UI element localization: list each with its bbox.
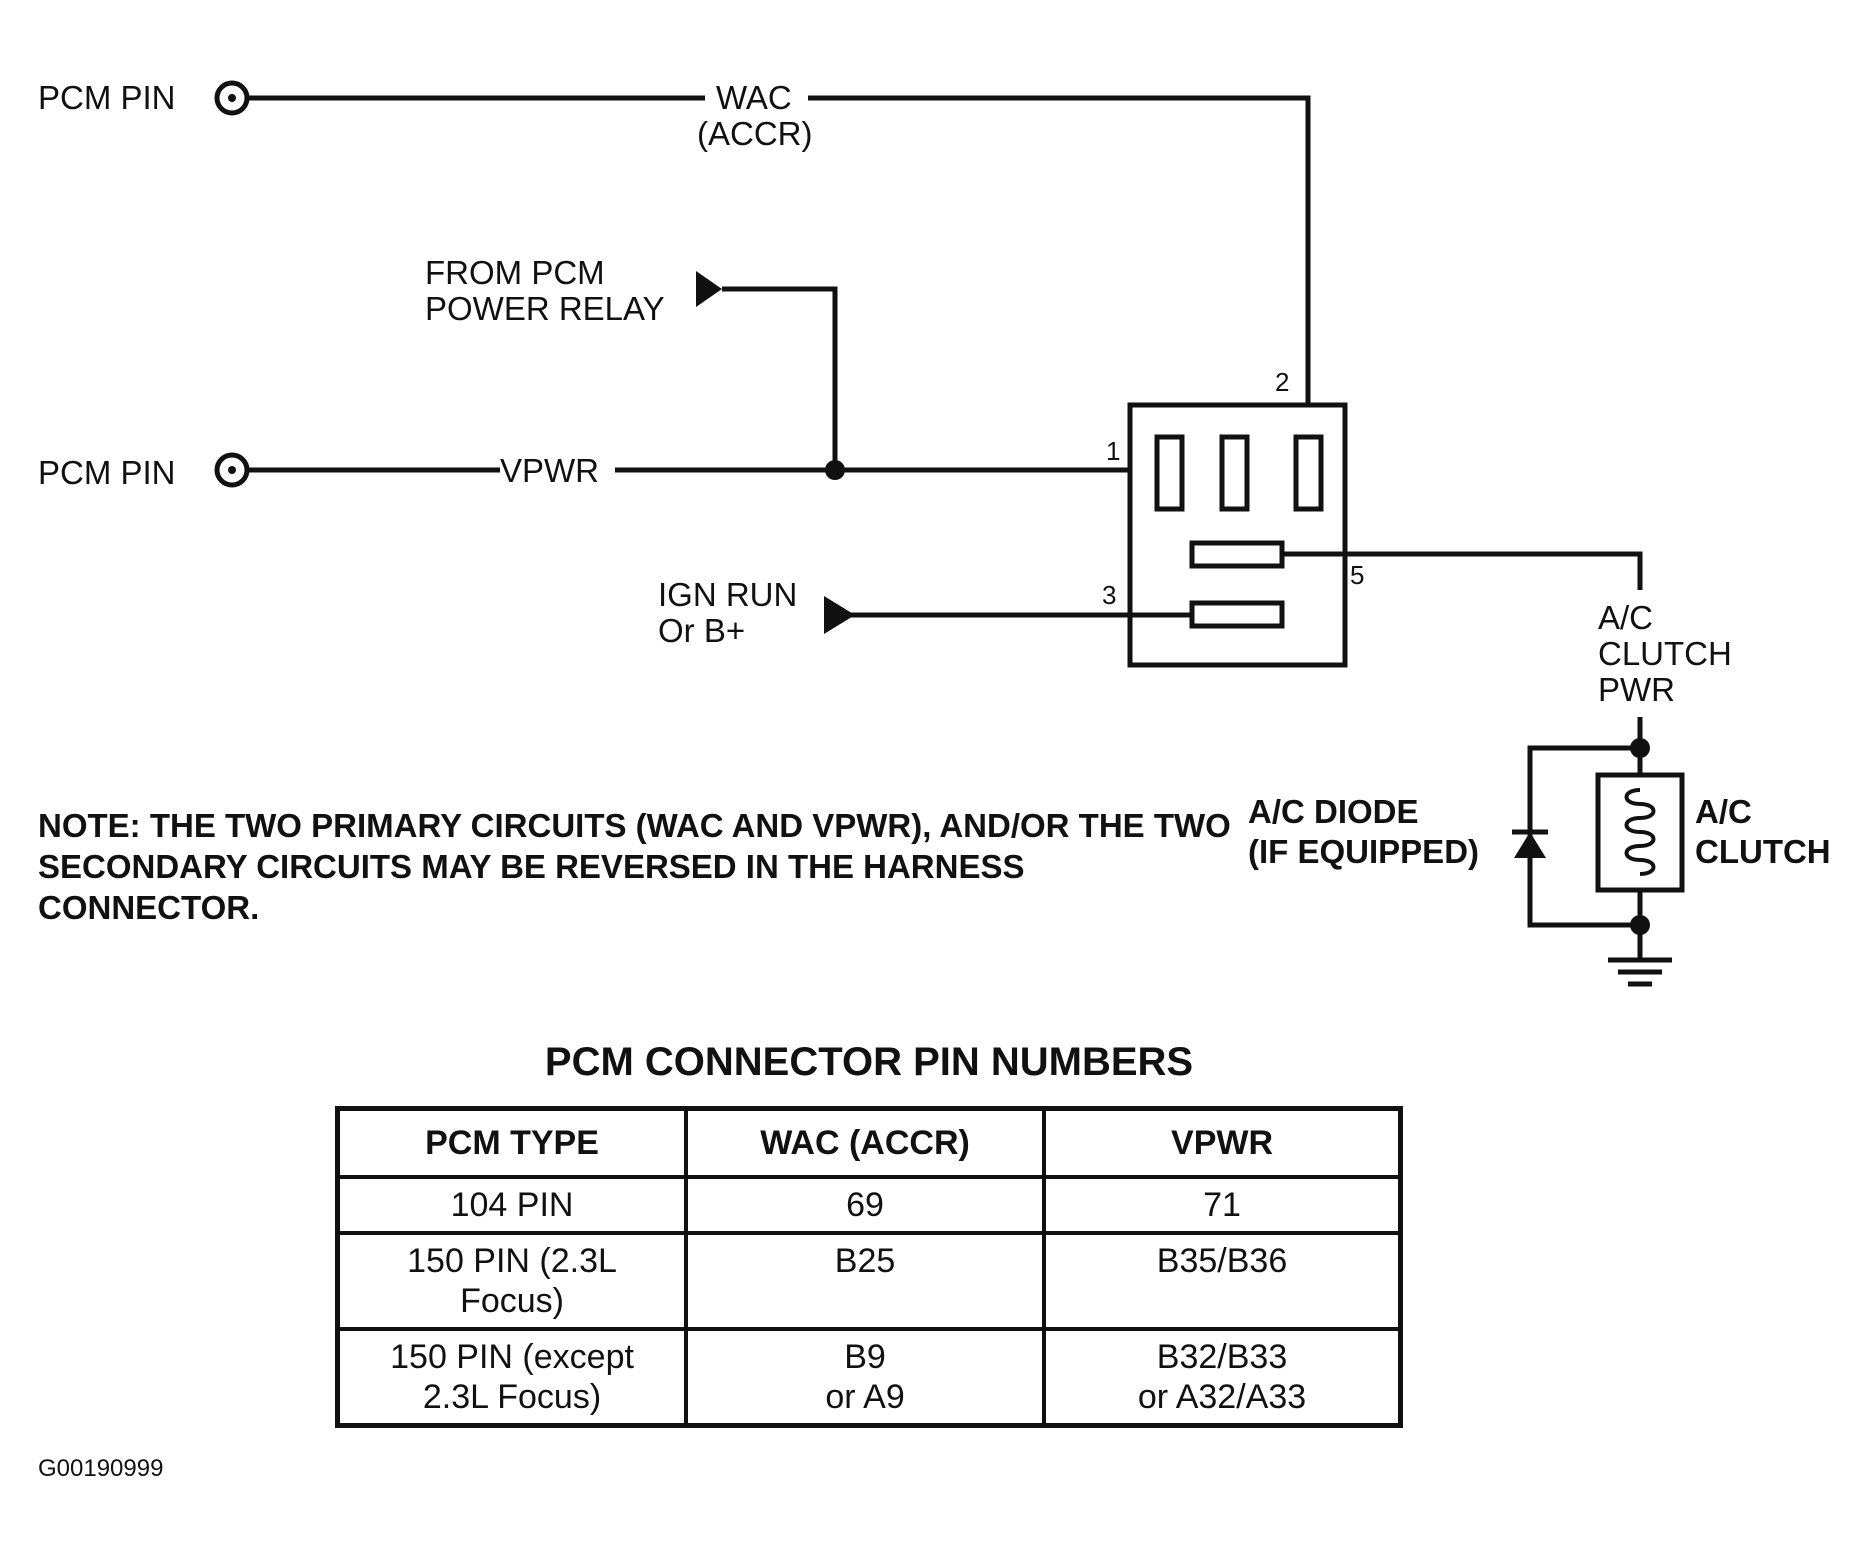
- relay-terminal-5: [1189, 540, 1285, 569]
- from-pcm-label: FROM PCM: [425, 254, 605, 291]
- relay-terminal-2: [1293, 434, 1324, 512]
- header-wac: WAC (ACCR): [684, 1106, 1047, 1179]
- clutch-bottom-splice-dot: [1630, 915, 1650, 935]
- cell-pcm-type: 150 PIN (2.3L Focus): [335, 1231, 689, 1331]
- header-vpwr: VPWR: [1042, 1106, 1403, 1179]
- power-relay-wire: [722, 286, 838, 470]
- ac-diode-equipped-label: (IF EQUIPPED): [1248, 833, 1480, 870]
- table-row: 104 PIN 69 71: [335, 1175, 1403, 1235]
- relay-terminal-middle: [1219, 434, 1250, 512]
- clutch-pwr-wire: [1282, 551, 1643, 590]
- vpwr-splice-dot: [825, 460, 845, 480]
- ac-clutch-label-2: CLUTCH: [1695, 833, 1831, 870]
- cell-wac: 69: [684, 1175, 1047, 1235]
- harness-note: NOTE: THE TWO PRIMARY CIRCUITS (WAC AND …: [38, 807, 1231, 926]
- table-title: PCM CONNECTOR PIN NUMBERS: [544, 1040, 1194, 1084]
- relay-connector: [1127, 402, 1348, 668]
- table-row: 150 PIN (2.3L Focus) B25 B35/B36: [335, 1231, 1403, 1331]
- table-header-row: PCM TYPE WAC (ACCR) VPWR: [335, 1106, 1403, 1179]
- pcm-pin-bottom-label: PCM PIN: [38, 454, 176, 491]
- pin-5-label: 5: [1350, 560, 1365, 590]
- pin-2-label: 2: [1275, 367, 1290, 397]
- ac-diode-triangle: [1514, 832, 1546, 858]
- pcm-pin-top-dot: [228, 94, 236, 102]
- header-pcm-type: PCM TYPE: [335, 1106, 689, 1179]
- cell-wac: B9 or A9: [684, 1327, 1047, 1428]
- vpwr-label: VPWR: [500, 452, 599, 489]
- ign-run-label: IGN RUN: [658, 576, 798, 613]
- pin-1-label: 1: [1106, 436, 1121, 466]
- ac-clutch-pwr-label-3: PWR: [1598, 671, 1675, 708]
- power-relay-arrow: [696, 271, 722, 307]
- relay-terminal-1: [1154, 434, 1185, 512]
- wac-wire-right: [808, 95, 1311, 405]
- ac-clutch-pwr-label-2: CLUTCH: [1598, 635, 1732, 672]
- ac-clutch-label-1: A/C: [1695, 793, 1752, 830]
- or-bplus-label: Or B+: [658, 612, 746, 649]
- pin-3-label: 3: [1102, 580, 1117, 610]
- cell-vpwr: 71: [1042, 1175, 1403, 1235]
- relay-terminal-3: [1189, 600, 1285, 629]
- cell-vpwr: B35/B36: [1042, 1231, 1403, 1331]
- cell-vpwr: B32/B33 or A32/A33: [1042, 1327, 1403, 1428]
- power-relay-label: POWER RELAY: [425, 290, 665, 327]
- accr-label: (ACCR): [697, 115, 813, 152]
- cell-wac: B25: [684, 1231, 1047, 1331]
- ac-clutch-pwr-label-1: A/C: [1598, 599, 1654, 636]
- clutch-top-splice-dot: [1630, 738, 1650, 758]
- table-row: 150 PIN (except 2.3L Focus) B9 or A9 B32…: [335, 1327, 1403, 1428]
- cell-pcm-type: 104 PIN: [335, 1175, 689, 1235]
- cell-pcm-type: 150 PIN (except 2.3L Focus): [335, 1327, 689, 1428]
- pin-number-table: PCM TYPE WAC (ACCR) VPWR 104 PIN 69 71 1…: [335, 1106, 1403, 1428]
- ac-clutch-coil: [1624, 788, 1656, 876]
- figure-id: G00190999: [38, 1455, 164, 1482]
- ign-run-arrow: [824, 596, 855, 634]
- wac-label: WAC: [716, 79, 792, 116]
- ac-diode-label: A/C DIODE: [1248, 793, 1419, 830]
- pcm-pin-bottom-dot: [228, 466, 236, 474]
- pcm-pin-top-label: PCM PIN: [38, 79, 176, 116]
